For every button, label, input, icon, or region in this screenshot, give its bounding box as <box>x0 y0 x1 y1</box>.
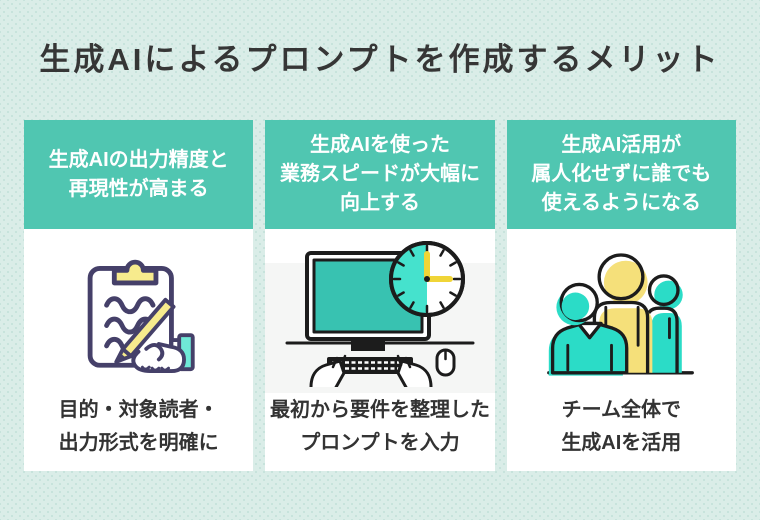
team-icon <box>547 252 695 376</box>
benefit-column-speed: 生成AIを使った 業務スピードが大幅に 向上する <box>265 120 495 471</box>
benefit-card: チーム全体で 生成AIを活用 <box>506 229 736 471</box>
icon-area <box>265 229 495 394</box>
benefit-caption: 目的・対象読者・ 出力形式を明確に <box>58 399 219 454</box>
page-title: 生成AIによるプロンプトを作成するメリット <box>39 42 721 77</box>
benefit-card: 目的・対象読者・ 出力形式を明確に <box>24 229 254 471</box>
benefit-columns: 生成AIの出力精度と 再現性が高まる <box>24 120 736 471</box>
benefit-caption: チーム全体で 生成AIを活用 <box>561 399 682 454</box>
benefit-header: 生成AI活用が 属人化せずに誰でも 使えるようになる <box>506 120 736 229</box>
benefit-header: 生成AIの出力精度と 再現性が高まる <box>24 120 254 229</box>
benefit-column-accuracy: 生成AIの出力精度と 再現性が高まる <box>24 120 254 471</box>
benefit-header-text: 生成AIの出力精度と 再現性が高まる <box>48 148 229 200</box>
computer-clock-icon <box>285 240 475 387</box>
benefit-header-text: 生成AIを使った 業務スピードが大幅に 向上する <box>279 134 480 214</box>
benefit-header: 生成AIを使った 業務スピードが大幅に 向上する <box>265 120 495 229</box>
benefit-card: 最初から要件を整理した プロンプトを入力 <box>265 229 495 471</box>
benefit-header-text: 生成AI活用が 属人化せずに誰でも 使えるようになる <box>531 134 712 214</box>
icon-area <box>507 229 736 394</box>
icon-area <box>24 229 253 394</box>
benefit-column-team: 生成AI活用が 属人化せずに誰でも 使えるようになる <box>506 120 736 471</box>
benefit-caption: 最初から要件を整理した プロンプトを入力 <box>269 399 490 454</box>
clipboard-pen-icon <box>87 259 195 373</box>
